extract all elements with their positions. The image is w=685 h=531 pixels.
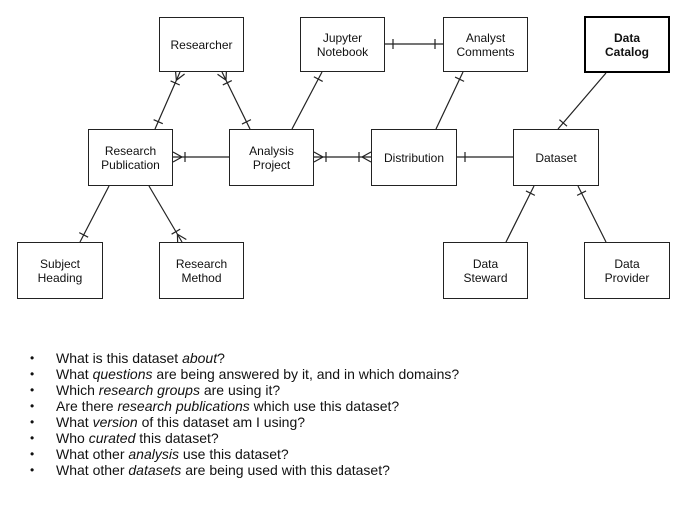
question-item: What other analysis use this dataset? <box>30 446 459 462</box>
edge-researcher-publication-start-marker <box>170 80 180 86</box>
edge-dataset-provider <box>577 185 607 243</box>
question-item: Which research groups are using it? <box>30 382 459 398</box>
edge-analysis-distribution-end-marker <box>361 151 372 158</box>
question-emphasis: about <box>182 350 218 366</box>
question-list: What is this dataset about?What question… <box>30 350 459 478</box>
edge-publication-subject <box>79 185 110 243</box>
entity-dataset: Dataset <box>513 129 599 186</box>
question-item: What questions are being answered by it,… <box>30 366 459 382</box>
question-text: What other <box>56 446 129 462</box>
question-item: What other datasets are being used with … <box>30 462 459 478</box>
entity-research-method: Research Method <box>159 242 244 299</box>
question-text: What other <box>56 462 129 478</box>
entity-data-catalog: Data Catalog <box>584 16 670 73</box>
edge-notebook-analysis-start-marker <box>313 76 323 82</box>
edge-publication-analysis-start-marker <box>172 156 183 163</box>
edge-researcher-analysis <box>221 71 251 130</box>
edge-publication-analysis-start-marker <box>172 151 183 158</box>
edge-publication-method-end-marker <box>171 228 181 235</box>
edge-dataset-steward-start-marker <box>525 190 536 196</box>
entity-distribution: Distribution <box>371 129 457 186</box>
question-emphasis: datasets <box>128 462 182 478</box>
question-text: this dataset? <box>135 430 219 446</box>
edge-notebook-analysis <box>291 71 323 130</box>
question-text: of this dataset am I using? <box>137 414 306 430</box>
question-text: use this dataset? <box>178 446 289 462</box>
edge-researcher-publication <box>154 71 181 130</box>
entity-analyst-comments: Analyst Comments <box>443 17 528 72</box>
question-text: What <box>56 414 93 430</box>
question-text: What <box>56 366 93 382</box>
edge-analysis-distribution-start-marker <box>313 156 324 163</box>
edge-comments-distribution <box>435 71 464 130</box>
edge-publication-method-end-marker <box>177 233 187 240</box>
entity-jupyter-notebook: Jupyter Notebook <box>300 17 385 72</box>
question-emphasis: research groups <box>98 382 200 398</box>
entity-subject-heading: Subject Heading <box>17 242 103 299</box>
question-text: are being used with this dataset? <box>181 462 390 478</box>
edge-catalog-dataset-end-marker <box>559 119 568 127</box>
question-item: Are there research publications which us… <box>30 398 459 414</box>
question-text: What is this dataset <box>56 350 183 366</box>
question-text: Are there <box>56 398 118 414</box>
question-emphasis: curated <box>88 430 136 446</box>
edge-publication-subject-end-marker <box>78 232 89 238</box>
question-item: What is this dataset about? <box>30 350 459 366</box>
entity-data-steward: Data Steward <box>443 242 528 299</box>
question-emphasis: research publications <box>117 398 250 414</box>
edge-catalog-dataset <box>557 72 607 130</box>
edge-dataset-steward <box>505 185 535 243</box>
question-text: Which <box>56 382 99 398</box>
question-text: are using it? <box>199 382 281 398</box>
question-text: ? <box>217 350 225 366</box>
question-text: are being answered by it, and in which d… <box>152 366 460 382</box>
edge-analysis-distribution-start-marker <box>313 151 324 158</box>
edge-publication-method <box>148 185 183 243</box>
edge-researcher-analysis-start-marker <box>222 80 233 86</box>
entity-researcher: Researcher <box>159 17 244 72</box>
entity-relationship-diagram <box>78 39 607 245</box>
entity-data-provider: Data Provider <box>584 242 670 299</box>
question-item: What version of this dataset am I using? <box>30 414 459 430</box>
edge-researcher-analysis-start-marker <box>217 73 227 81</box>
edge-researcher-analysis-end-marker <box>241 119 252 125</box>
question-emphasis: questions <box>92 366 153 382</box>
entity-research-publication: Research Publication <box>88 129 173 186</box>
edge-comments-distribution-start-marker <box>454 76 465 82</box>
question-emphasis: analysis <box>128 446 179 462</box>
question-item: Who curated this dataset? <box>30 430 459 446</box>
edge-researcher-publication-end-marker <box>153 119 164 125</box>
question-text: which use this dataset? <box>249 398 400 414</box>
edge-researcher-publication-start-marker <box>176 73 185 81</box>
entity-analysis-project: Analysis Project <box>229 129 314 186</box>
edge-analysis-distribution-end-marker <box>361 156 372 163</box>
question-emphasis: version <box>92 414 138 430</box>
question-text: Who <box>56 430 89 446</box>
edge-dataset-provider-start-marker <box>576 190 587 196</box>
